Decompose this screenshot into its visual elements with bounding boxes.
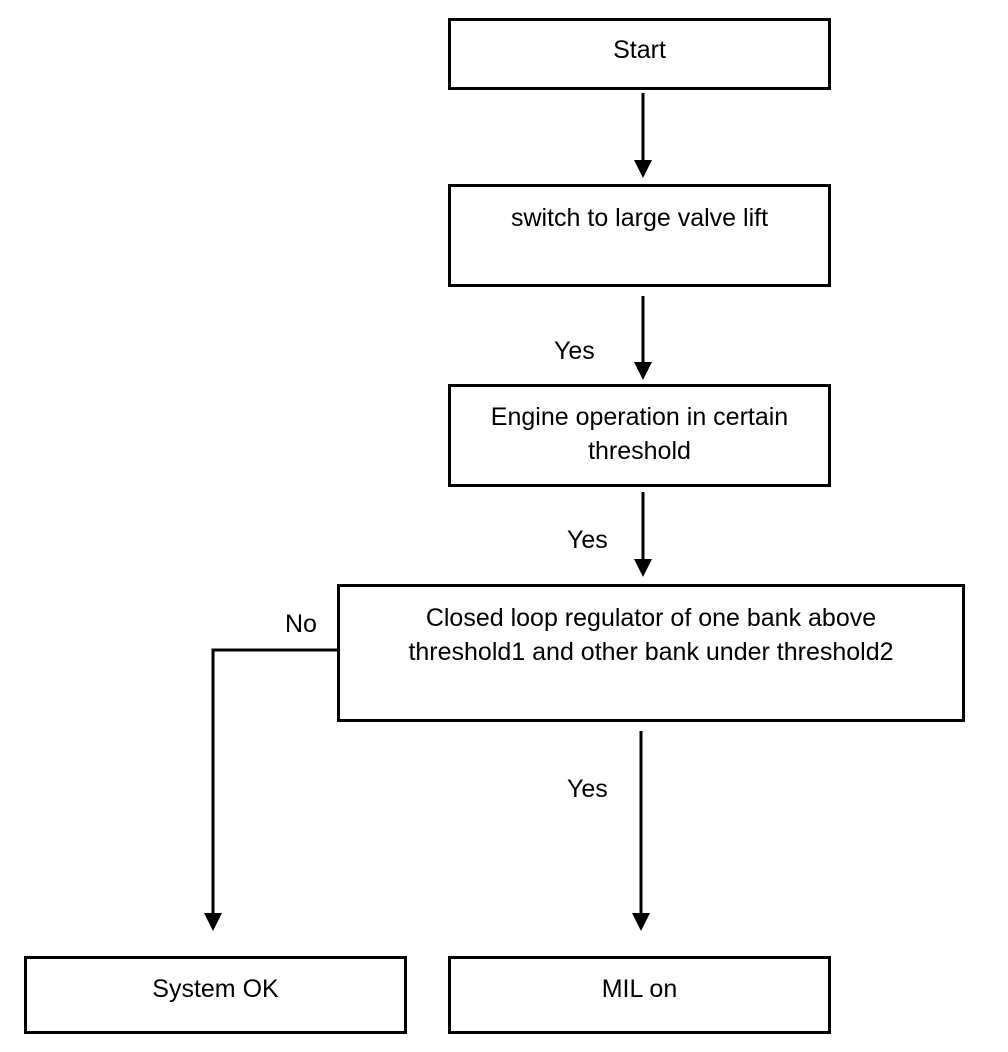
arrow-regulator-to-mil — [632, 731, 650, 931]
arrow-engine-to-regulator — [634, 492, 652, 577]
switch-valve-lift-box: switch to large valve lift — [448, 184, 831, 287]
closed-loop-regulator-box: Closed loop regulator of one bank above … — [337, 584, 965, 722]
closed-loop-regulator-line-2: threshold1 and other bank under threshol… — [408, 638, 894, 666]
engine-operation-line-1: Engine operation in certain — [490, 403, 789, 431]
mil-on-box: MIL on — [448, 956, 831, 1034]
engine-operation-line-2: threshold — [588, 437, 691, 465]
start-label: Start — [613, 36, 666, 64]
start-box: Start — [448, 18, 831, 90]
yes-label-regulator-to-mil: Yes — [567, 775, 608, 803]
arrow-regulator-to-system-ok — [204, 648, 339, 931]
engine-operation-box: Engine operation in certain threshold — [448, 384, 831, 487]
yes-label-engine-to-regulator: Yes — [567, 526, 608, 554]
closed-loop-regulator-line-1: Closed loop regulator of one bank above — [425, 604, 877, 632]
no-label-regulator-to-system-ok: No — [285, 610, 317, 638]
system-ok-box: System OK — [24, 956, 407, 1034]
mil-on-label: MIL on — [601, 975, 678, 1003]
system-ok-label: System OK — [152, 975, 279, 1003]
yes-label-switch-to-engine: Yes — [554, 337, 595, 365]
switch-valve-lift-label: switch to large valve lift — [510, 204, 769, 232]
arrow-start-to-switch — [634, 93, 652, 178]
arrow-switch-to-engine — [634, 296, 652, 380]
